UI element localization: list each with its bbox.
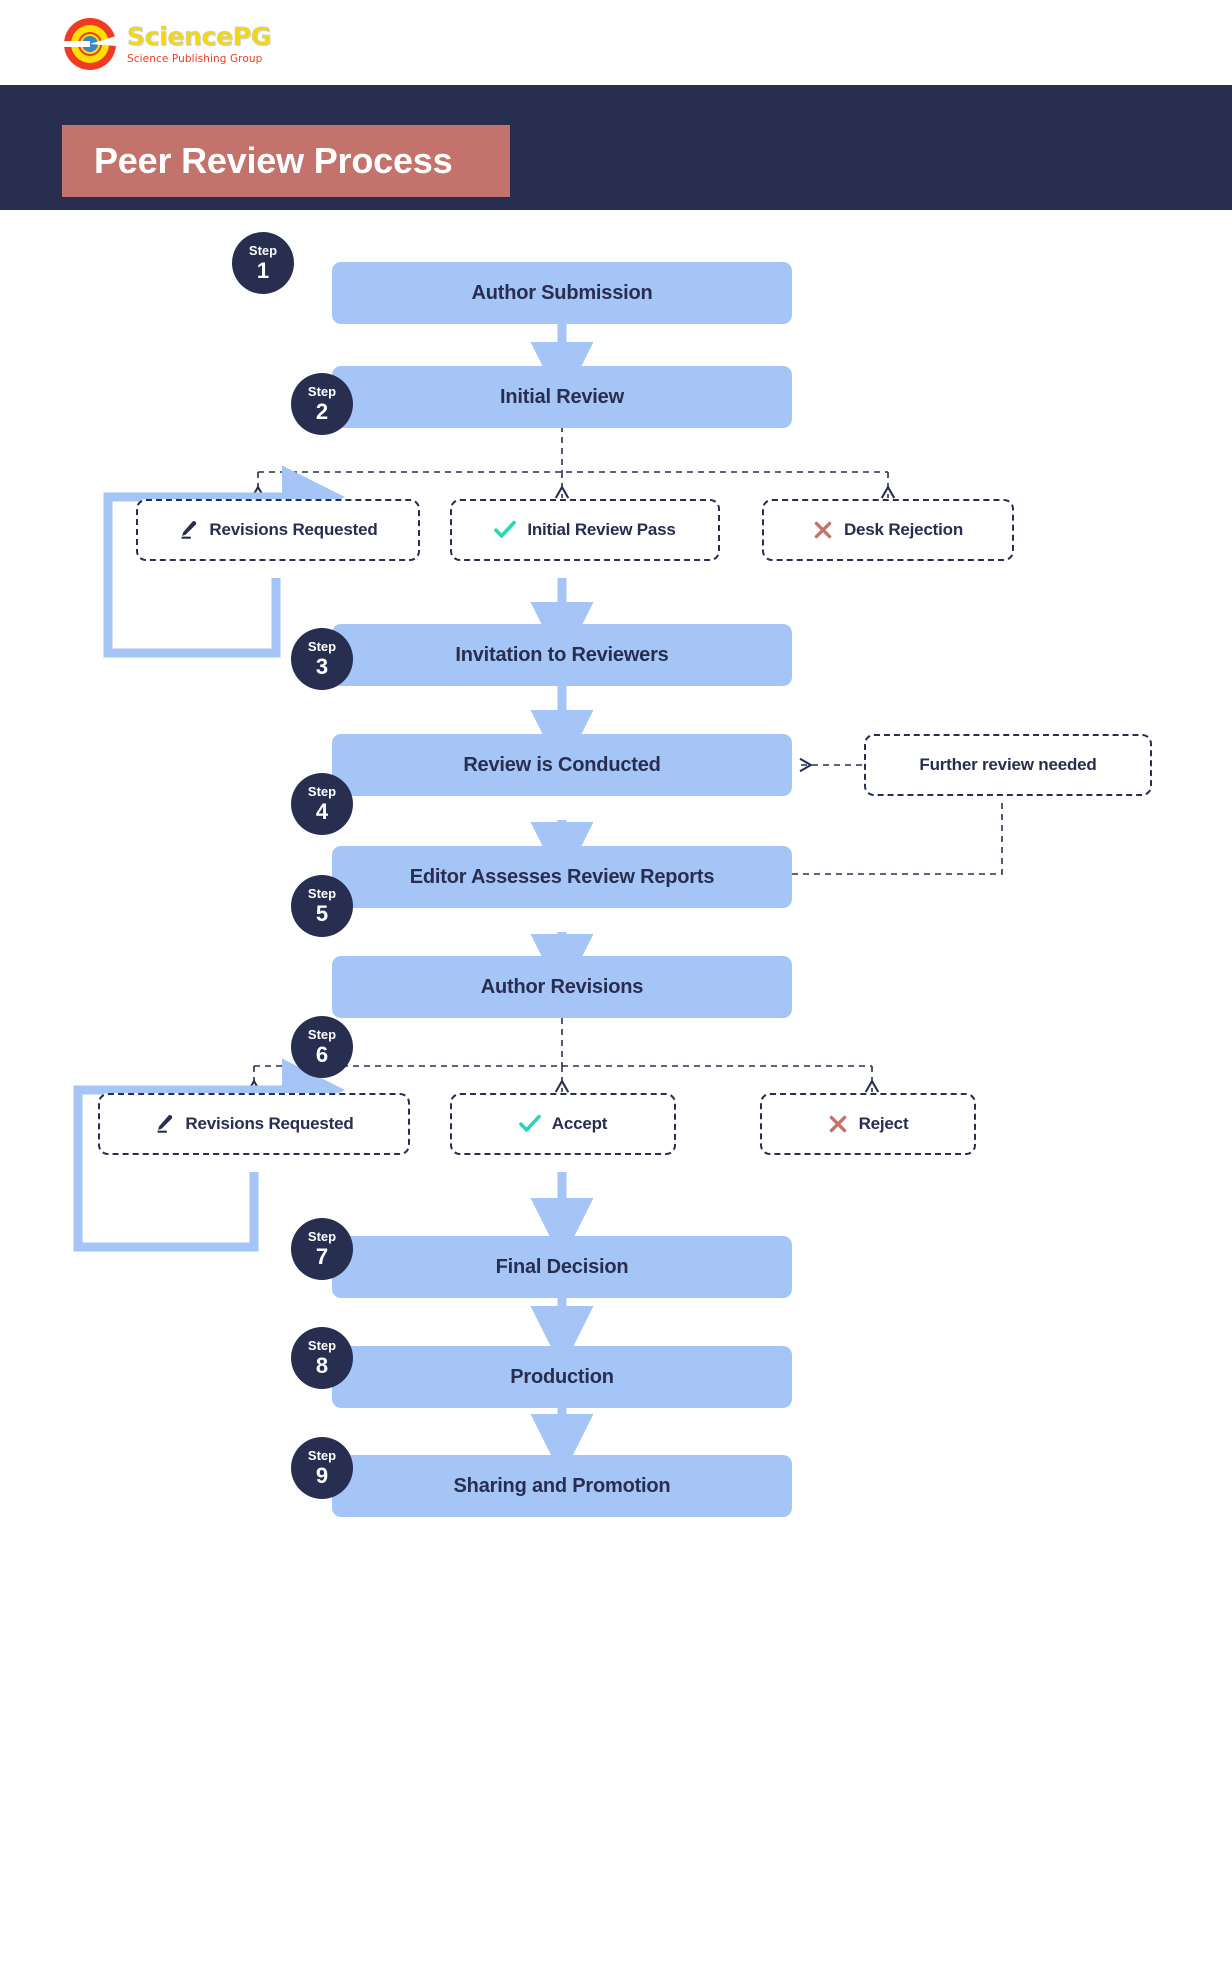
- decision-revisions-requested-1[interactable]: Revisions Requested: [136, 499, 420, 561]
- decision-accept[interactable]: Accept: [450, 1093, 676, 1155]
- logo-bar: SciencePG Science Publishing Group: [0, 0, 1232, 85]
- decision-revisions-requested-2[interactable]: Revisions Requested: [98, 1093, 410, 1155]
- decision-label: Desk Rejection: [843, 520, 964, 539]
- decision-label: Initial Review Pass: [527, 520, 676, 539]
- step-badge-9: Step 9: [291, 1437, 353, 1499]
- brand-logo[interactable]: SciencePG Science Publishing Group: [62, 16, 272, 72]
- step-badge-number: 1: [256, 258, 270, 283]
- note-label: Further review needed: [919, 755, 1097, 774]
- step-box-initial-review[interactable]: Initial Review: [332, 366, 792, 428]
- step-box-label: Production: [510, 1365, 614, 1388]
- step-badge-number: 4: [315, 799, 329, 824]
- step-box-author-revisions[interactable]: Author Revisions: [332, 956, 792, 1018]
- decision-label: Revisions Requested: [209, 520, 378, 539]
- step-badge-number: 8: [315, 1353, 329, 1378]
- step-box-label: Review is Conducted: [463, 753, 661, 776]
- step-box-label: Sharing and Promotion: [453, 1474, 671, 1497]
- decision-label: Revisions Requested: [185, 1114, 354, 1133]
- step-badge-label: Step: [307, 639, 337, 654]
- step-badge-label: Step: [307, 784, 337, 799]
- step-box-label: Initial Review: [500, 385, 624, 408]
- step-box-label: Author Submission: [471, 281, 653, 304]
- decision-label: Accept: [551, 1114, 608, 1133]
- step-badge-label: Step: [307, 1338, 337, 1353]
- pencil-icon: [154, 1114, 174, 1134]
- step-badge-1: Step 1: [232, 232, 294, 294]
- step-box-label: Author Revisions: [480, 975, 644, 998]
- step-badge-5: Step 5: [291, 875, 353, 937]
- step-box-label: Editor Assesses Review Reports: [409, 865, 715, 888]
- step-badge-label: Step: [307, 384, 337, 399]
- step-badge-number: 3: [315, 654, 329, 679]
- check-icon: [494, 520, 517, 540]
- step-box-label: Invitation to Reviewers: [455, 643, 669, 666]
- step-box-label: Final Decision: [495, 1255, 629, 1278]
- step-badge-number: 9: [315, 1463, 329, 1488]
- step-badge-number: 5: [315, 901, 329, 926]
- step-badge-label: Step: [307, 1448, 337, 1463]
- note-further-review-needed[interactable]: Further review needed: [864, 734, 1152, 796]
- brand-name: SciencePG: [127, 21, 272, 51]
- step-box-sharing-and-promotion[interactable]: Sharing and Promotion: [332, 1455, 792, 1517]
- connector-layer: [73, 324, 1003, 1477]
- page-title: Peer Review Process: [94, 140, 453, 181]
- cross-icon: [828, 1114, 848, 1134]
- step-box-invitation-to-reviewers[interactable]: Invitation to Reviewers: [332, 624, 792, 686]
- step-badge-8: Step 8: [291, 1327, 353, 1389]
- cross-icon: [813, 520, 833, 540]
- flowchart-canvas: Step 1 Author Submission Step 2 Initial …: [0, 210, 1232, 1986]
- decision-label: Reject: [858, 1114, 909, 1133]
- step-badge-number: 7: [315, 1244, 329, 1269]
- decision-reject[interactable]: Reject: [760, 1093, 976, 1155]
- brand-tagline: Science Publishing Group: [127, 52, 263, 65]
- sciencepg-circular-logo-icon: [62, 16, 118, 72]
- step-badge-7: Step 7: [291, 1218, 353, 1280]
- step-badge-label: Step: [307, 1027, 337, 1042]
- step-badge-4: Step 4: [291, 773, 353, 835]
- pencil-icon: [178, 520, 198, 540]
- step-badge-6: Step 6: [291, 1016, 353, 1078]
- step-badge-label: Step: [307, 1229, 337, 1244]
- step-badge-label: Step: [248, 243, 278, 258]
- title-plate: Peer Review Process: [62, 125, 510, 197]
- step-badge-3: Step 3: [291, 628, 353, 690]
- step-badge-number: 2: [315, 399, 329, 424]
- step-badge-number: 6: [315, 1042, 329, 1067]
- step-box-editor-assesses-review-reports[interactable]: Editor Assesses Review Reports: [332, 846, 792, 908]
- step-badge-label: Step: [307, 886, 337, 901]
- step-box-author-submission[interactable]: Author Submission: [332, 262, 792, 324]
- step-box-review-is-conducted[interactable]: Review is Conducted: [332, 734, 792, 796]
- step-box-final-decision[interactable]: Final Decision: [332, 1236, 792, 1298]
- step-badge-2: Step 2: [291, 373, 353, 435]
- decision-initial-review-pass[interactable]: Initial Review Pass: [450, 499, 720, 561]
- step-box-production[interactable]: Production: [332, 1346, 792, 1408]
- check-icon: [518, 1114, 541, 1134]
- decision-desk-rejection[interactable]: Desk Rejection: [762, 499, 1014, 561]
